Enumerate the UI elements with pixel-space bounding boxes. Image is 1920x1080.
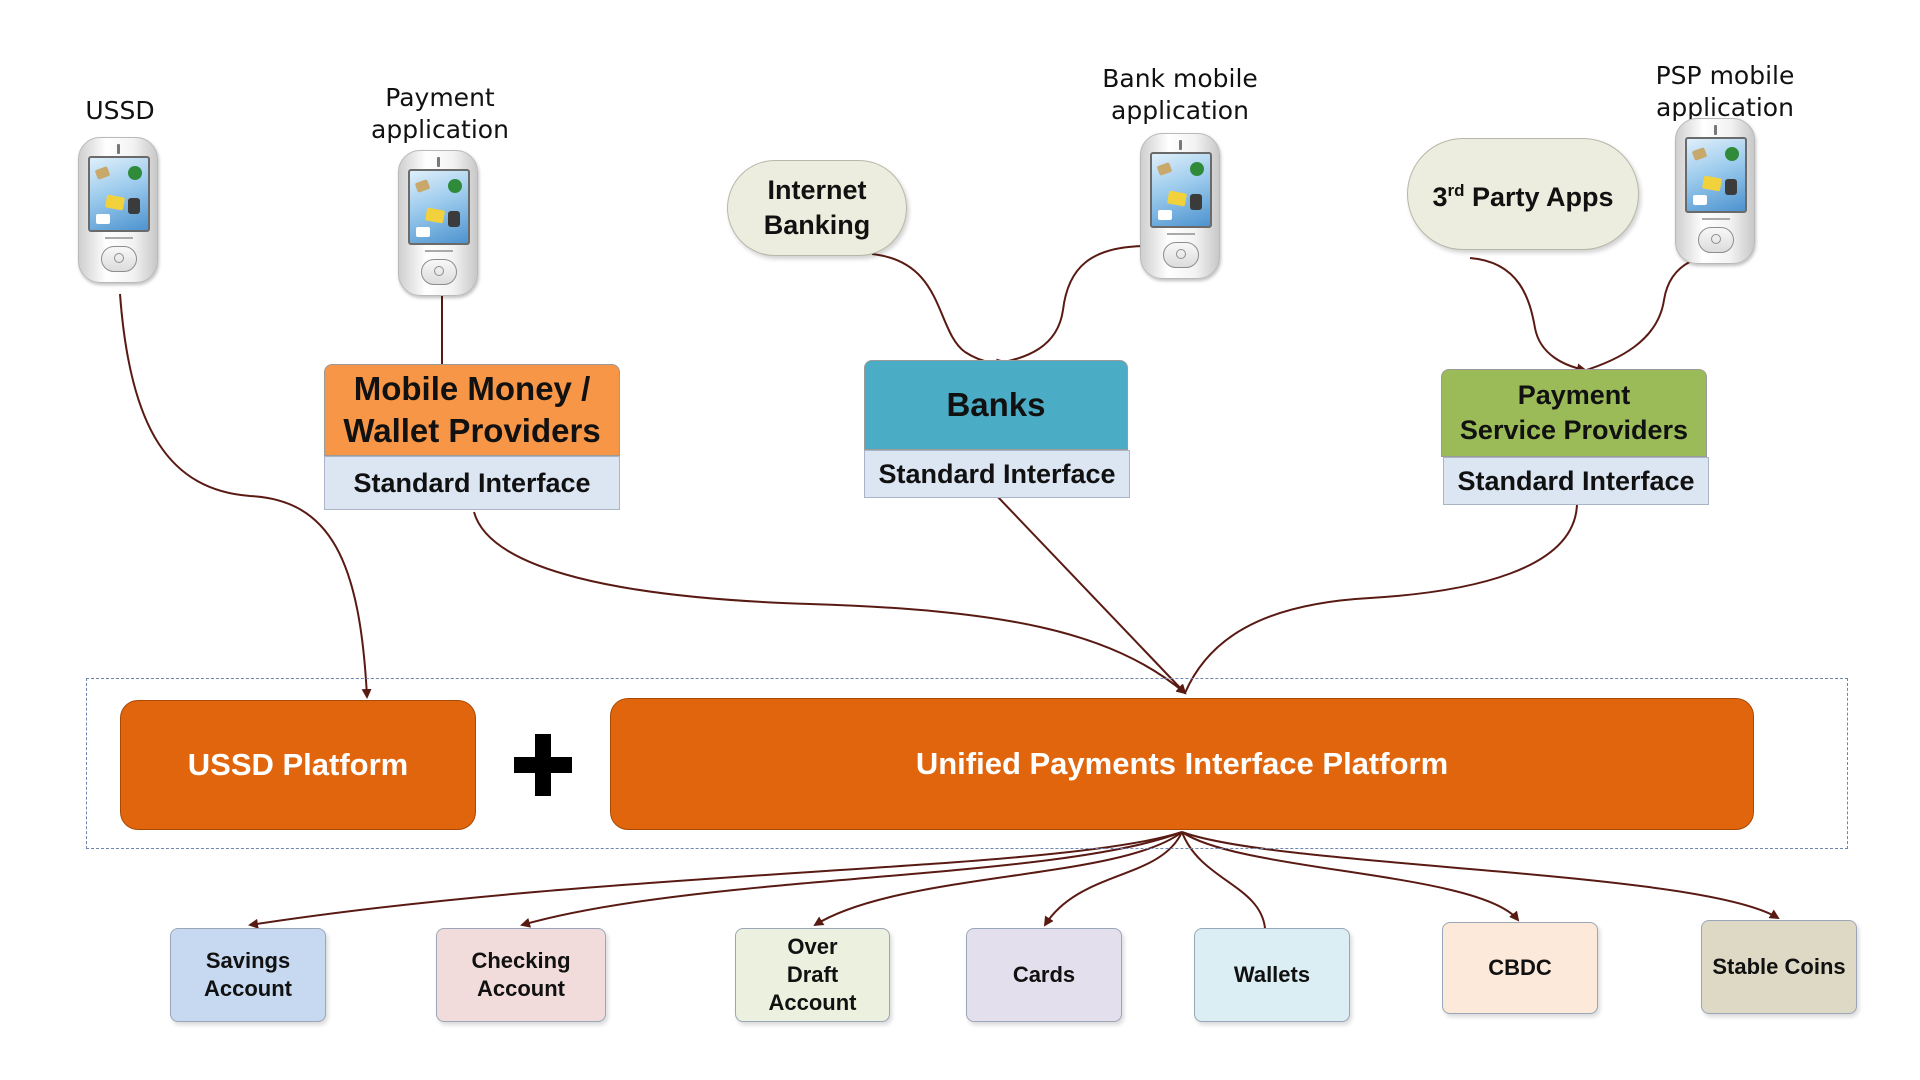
connector-upi-to-cbdc: [1181, 831, 1520, 922]
mobile-phone-icon: [1675, 118, 1755, 264]
connector-third-party-to-psp: [1469, 257, 1587, 374]
connector-psp-to-upi: [1184, 503, 1578, 694]
mobile-money-wallet-providers-header: Mobile Money / Wallet Providers: [324, 364, 620, 456]
mobile-phone-icon: [78, 137, 158, 283]
connector-upi-to-cards: [1043, 831, 1183, 927]
mobile-money-standard-interface: Standard Interface: [324, 456, 620, 510]
upi-platform: Unified Payments Interface Platform: [610, 698, 1754, 830]
banks-standard-interface: Standard Interface: [864, 450, 1130, 498]
account-cbdc: CBDC: [1442, 922, 1598, 1014]
connector-upi-to-savings: [248, 831, 1183, 929]
third-party-apps-label: 3rd Party Apps: [1432, 181, 1614, 212]
mobile-phone-icon: [1140, 133, 1220, 279]
mobile-phone-icon: [398, 150, 478, 296]
label-bank-mobile-application: Bank mobile application: [1102, 64, 1258, 125]
banks-header: Banks: [864, 360, 1128, 450]
platform-group-boundary: [86, 678, 1848, 849]
internet-banking-node: Internet Banking: [727, 160, 907, 256]
connector-upi-to-wallets: [1181, 831, 1266, 929]
psp-standard-interface: Standard Interface: [1443, 457, 1709, 505]
connector-upi-to-stable-coins: [1181, 831, 1780, 920]
payment-service-providers-header: Payment Service Providers: [1441, 369, 1707, 457]
account-checking: Checking Account: [436, 928, 606, 1022]
connector-banks-to-upi: [996, 495, 1187, 695]
connector-bank-app-to-banks: [984, 245, 1149, 366]
third-party-apps-node: 3rd Party Apps: [1407, 138, 1639, 250]
ussd-platform: USSD Platform: [120, 700, 476, 830]
connector-ussd-to-ussd-platform: [119, 293, 372, 699]
account-cards: Cards: [966, 928, 1122, 1022]
account-savings: Savings Account: [170, 928, 326, 1022]
account-stable-coins: Stable Coins: [1701, 920, 1857, 1014]
account-wallets: Wallets: [1194, 928, 1350, 1022]
plus-icon: [514, 734, 572, 796]
account-overdraft: Over Draft Account: [735, 928, 890, 1022]
connector-upi-to-checking: [520, 831, 1183, 928]
connector-mobile-money-to-upi: [473, 511, 1187, 695]
label-psp-mobile-application: PSP mobile application: [1655, 61, 1795, 122]
connector-psp-app-to-psp: [1579, 251, 1747, 373]
connector-internet-banking-to-banks: [871, 253, 1007, 369]
label-ussd: USSD: [85, 96, 155, 125]
label-payment-application: Payment application: [371, 83, 509, 144]
